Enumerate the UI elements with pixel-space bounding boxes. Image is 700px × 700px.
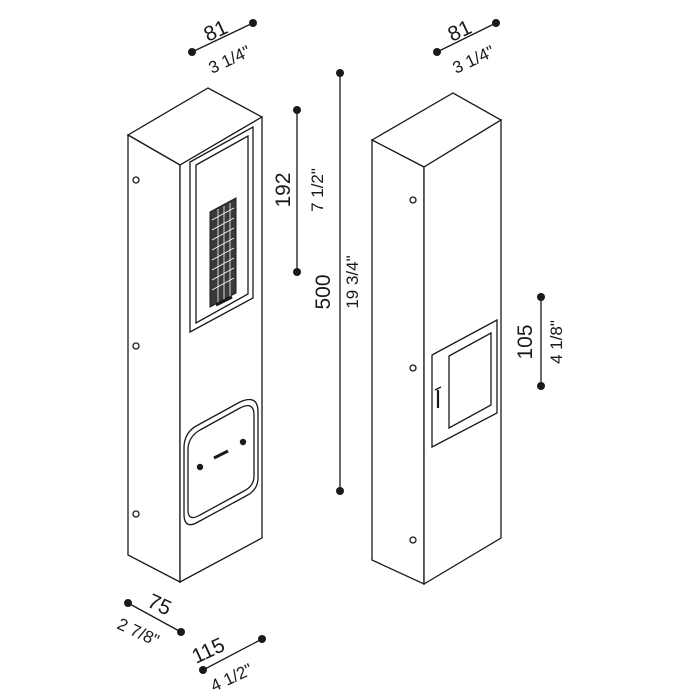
dim-label-mm: 105 [514,324,537,359]
grille-icon [209,197,237,308]
dim-label-mm: 75 [144,590,175,621]
dim-label-in: 7 1/2" [308,168,327,212]
dimension-right-top-width: 81 3 1/4" [433,16,500,78]
dimension-total-height: 500 19 3/4" [312,69,362,495]
dimension-base-width: 115 4 1/2" [188,634,266,696]
dim-label-mm: 81 [444,16,475,47]
dimension-panel-height: 192 7 1/2" [272,106,327,276]
dim-label-mm: 500 [312,274,335,309]
socket-hole-icon [196,463,204,471]
screw-icon [409,536,417,544]
socket-slot-icon [213,449,229,460]
dim-label-mm: 192 [272,172,295,207]
screw-icon [132,176,140,184]
door-handle-icon [434,386,442,391]
screw-icon [132,342,140,350]
dim-label-in: 19 3/4" [343,255,362,308]
dimension-door-height: 105 4 1/8" [514,293,566,390]
screw-icon [409,364,417,372]
dim-label-in: 3 1/4" [206,42,254,78]
dimension-base-depth: 75 2 7/8" [114,590,185,650]
socket-hole-icon [239,438,247,446]
left-unit-side-face [127,133,181,584]
dim-label-in: 2 7/8" [114,614,162,650]
service-door [431,318,498,449]
dim-label-in: 4 1/2" [208,660,256,696]
grille-pattern [211,203,235,303]
socket-cover-inner [187,405,255,519]
dim-label-mm: 115 [188,634,228,669]
dimension-left-top-width: 81 3 1/4" [188,16,257,78]
screw-icon [132,510,140,518]
left-unit [126,87,264,584]
dim-label-in: 3 1/4" [450,42,498,78]
service-door-window [448,331,492,430]
panel-handle-icon [215,295,233,307]
right-unit-side-face [371,138,425,586]
right-unit [370,92,503,586]
screw-icon [409,196,417,204]
display-panel-inner [195,134,249,325]
dim-label-mm: 81 [200,16,231,47]
dim-label-in: 4 1/8" [547,320,566,364]
